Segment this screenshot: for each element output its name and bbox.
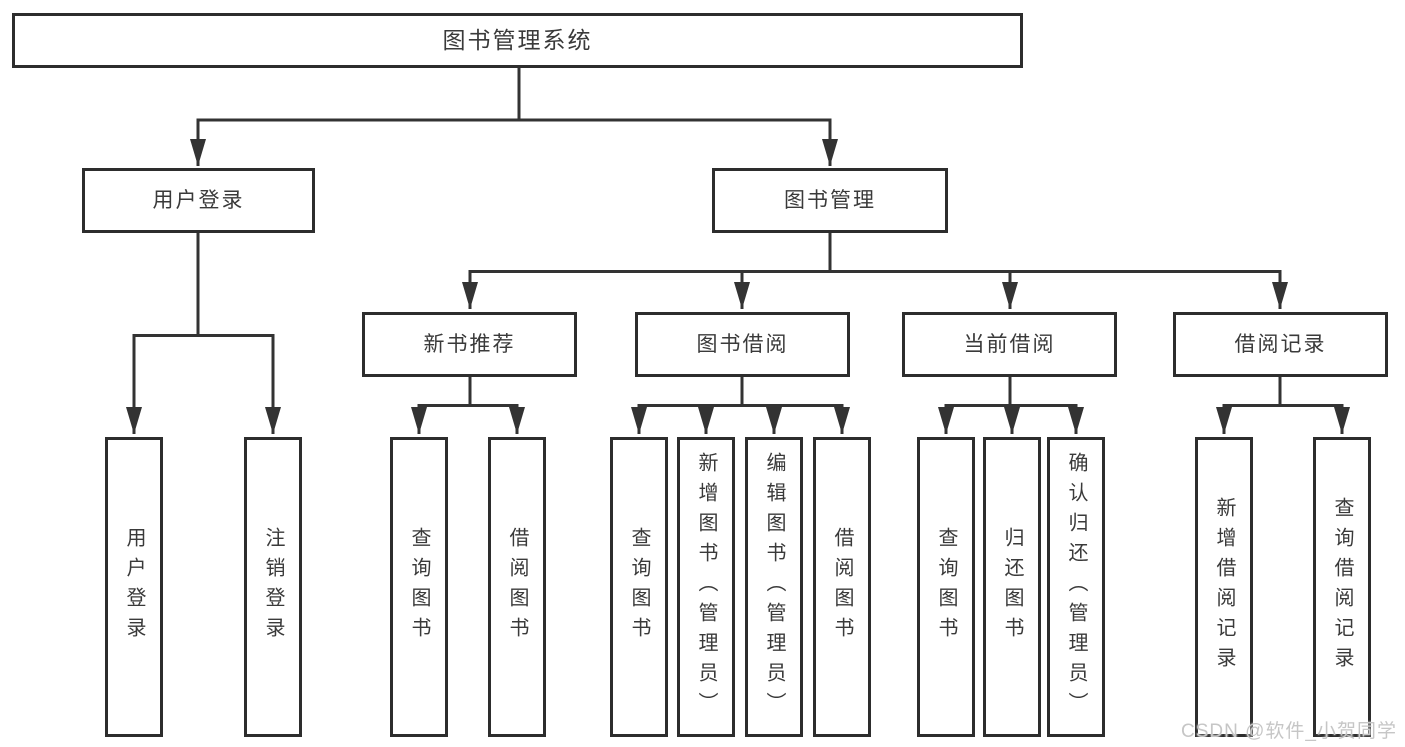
node-label: 图书管理系统 bbox=[442, 27, 593, 53]
node-label: 查询图书 bbox=[628, 527, 650, 647]
leaf-query-books-current: 查询图书 bbox=[917, 437, 975, 737]
leaf-query-books-borrowing: 查询图书 bbox=[610, 437, 668, 737]
leaf-user-login: 用户登录 bbox=[105, 437, 163, 737]
node-label: 查询借阅记录 bbox=[1331, 497, 1353, 677]
leaf-query-borrow-record: 查询借阅记录 bbox=[1313, 437, 1371, 737]
node-new-book-recommendation: 新书推荐 bbox=[362, 312, 577, 377]
leaf-add-book-admin: 新增图书（管理员） bbox=[677, 437, 735, 737]
node-label: 新书推荐 bbox=[423, 333, 516, 356]
node-label: 借阅图书 bbox=[831, 527, 853, 647]
node-label: 查询图书 bbox=[408, 527, 430, 647]
leaf-edit-book-admin: 编辑图书（管理员） bbox=[745, 437, 803, 737]
leaf-logout: 注销登录 bbox=[244, 437, 302, 737]
node-label: 新增借阅记录 bbox=[1213, 497, 1235, 677]
node-label: 注销登录 bbox=[262, 527, 284, 647]
node-label: 归还图书 bbox=[1001, 527, 1023, 647]
csdn-watermark: CSDN @软件_小贺同学 bbox=[1181, 721, 1397, 742]
node-borrowing-records: 借阅记录 bbox=[1173, 312, 1388, 377]
node-book-management: 图书管理 bbox=[712, 168, 948, 233]
node-label: 图书借阅 bbox=[696, 333, 789, 356]
tree-branch-lines bbox=[132, 68, 1344, 407]
node-label: 借阅记录 bbox=[1234, 333, 1327, 356]
node-label: 用户登录 bbox=[123, 527, 145, 647]
node-book-borrowing: 图书借阅 bbox=[635, 312, 850, 377]
node-label: 新增图书（管理员） bbox=[695, 452, 717, 722]
node-user-login: 用户登录 bbox=[82, 168, 315, 233]
leaf-query-books-recommend: 查询图书 bbox=[390, 437, 448, 737]
leaf-return-book: 归还图书 bbox=[983, 437, 1041, 737]
leaf-confirm-return-admin: 确认归还（管理员） bbox=[1047, 437, 1105, 737]
node-label: 用户登录 bbox=[152, 189, 245, 212]
node-label: 当前借阅 bbox=[963, 333, 1056, 356]
node-label: 借阅图书 bbox=[506, 527, 528, 647]
leaf-borrow-books: 借阅图书 bbox=[813, 437, 871, 737]
node-label: 图书管理 bbox=[784, 189, 876, 212]
leaf-add-borrow-record: 新增借阅记录 bbox=[1195, 437, 1253, 737]
node-library-management-system: 图书管理系统 bbox=[12, 13, 1023, 68]
node-label: 查询图书 bbox=[935, 527, 957, 647]
leaf-borrow-books-recommend: 借阅图书 bbox=[488, 437, 546, 737]
node-label: 编辑图书（管理员） bbox=[763, 452, 785, 722]
node-current-borrowing: 当前借阅 bbox=[902, 312, 1117, 377]
node-label: 确认归还（管理员） bbox=[1065, 452, 1087, 722]
